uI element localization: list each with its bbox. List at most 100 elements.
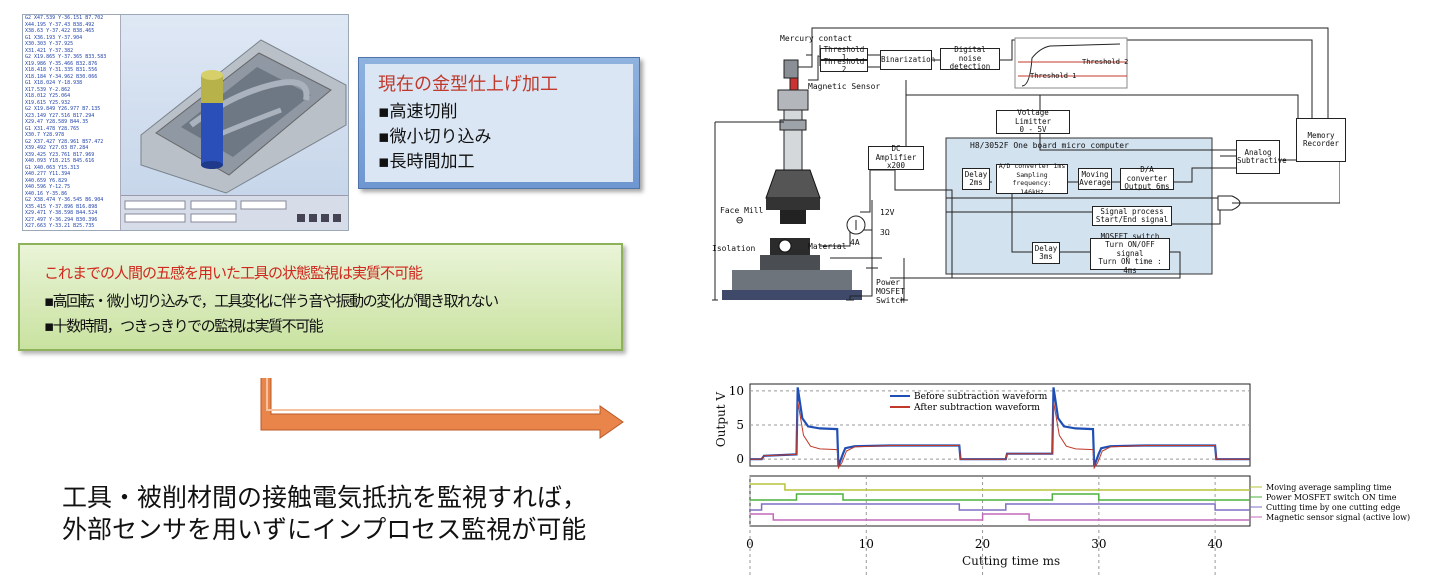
conclusion-line-2: 外部センサを用いずにインプロセス監視が可能 [62, 515, 587, 544]
series-line-after [750, 401, 1250, 470]
nc-code-line: X39.492 Y27.03 B7.284 [25, 145, 89, 151]
material-label: Material [808, 242, 847, 251]
delay-2ms-box: Delay 2ms [962, 168, 990, 190]
mosfet-switch-box: MOSFET switch Turn ON/OFF signal Turn ON… [1090, 232, 1170, 275]
magnetic-sensor-label: Magnetic Sensor [808, 82, 881, 91]
nc-code-line: G2 X38.474 Y-36.545 B6.904 [25, 197, 104, 203]
current-process-item: ▪長時間加工 [378, 152, 475, 172]
diagram-wiring [712, 27, 1340, 301]
y-tick-label: 5 [736, 418, 744, 432]
board-title: H8/3052F One board micro computer [970, 141, 1129, 150]
nc-code-line: G1 X36.193 Y-37.904 [25, 34, 83, 41]
digital-noise-box: Digital noise detection [940, 46, 1000, 71]
mold-model-illustration [140, 39, 347, 194]
nc-code-line: X27.663 Y-33.21 B25.735 [25, 223, 95, 229]
nc-code-line: X17.539 Y-2.862 [25, 86, 71, 93]
current-process-item: ▪微小切り込み [378, 127, 492, 147]
mercury-contact-label: Mercury contact [780, 34, 853, 43]
voltage-limiter-box: Voltage Limitter 0 - 5V [996, 109, 1070, 134]
cam-3d-view [121, 15, 348, 195]
ground-symbol: ⊖ [736, 213, 744, 227]
nc-code-line: X40.277 Y11.394 [25, 171, 71, 177]
inset-threshold2-label: Threshold 2 [1082, 58, 1129, 66]
nc-code-line: G1 X18.024 Y-18.938 [25, 80, 83, 86]
nc-code-line: G1 X31.478 Y28.765 [25, 125, 80, 132]
problem-box [18, 243, 623, 351]
nc-code-line: X29.471 Y-38.598 B44.524 [25, 210, 98, 216]
x-tick-label: 20 [975, 537, 990, 551]
nc-code-line: X40.16 Y-35.86 [25, 190, 68, 197]
nc-code-line: X18.012 Y25.064 [25, 93, 71, 99]
lower-plot-frame [749, 475, 1251, 527]
nc-code-line: G2 X19.849 Y26.977 B7.135 [25, 106, 101, 112]
da-converter-box: D/A converter Output 6ms [1120, 166, 1174, 191]
x-tick-label: 0 [746, 537, 754, 551]
nc-code-line: X35.415 Y-37.896 B16.898 [25, 203, 98, 210]
nc-code-line: G2 X47.539 Y-36.151 B7.702 [25, 15, 104, 21]
nc-code-line: X40.596 Y-12.75 [25, 184, 71, 190]
current-process-box [358, 57, 640, 189]
x-tick-label: 10 [859, 537, 874, 551]
nc-code-line: G2 X19.865 Y-37.365 B33.583 [25, 54, 107, 60]
signal-process-box: Signal process Start/End signal [1092, 206, 1172, 226]
isolation-label: Isolation [712, 244, 756, 253]
current-process-item: ▪高速切削 [378, 102, 458, 122]
nc-code-line: X40.093 Y18.215 B45.616 [25, 158, 95, 164]
nc-code-line: X40.659 Y6.829 [25, 177, 68, 184]
cam-toolbar [121, 195, 348, 230]
x-axis-label: Cutting time ms [962, 554, 1061, 568]
nc-code-line: X27.497 Y-36.294 B30.396 [25, 216, 98, 223]
nc-code-line: X39.425 Y23.761 B17.969 [25, 151, 95, 158]
ad-converter-box: A/D converter 1ms Sampling frequency: 14… [996, 162, 1068, 196]
nc-code-line: X19.986 Y-35.466 B32.876 [25, 60, 98, 67]
memory-recorder-box: Memory Recorder [1296, 118, 1346, 162]
x-tick-label: 30 [1091, 537, 1106, 551]
digital-signal-label: Moving average sampling time [1266, 483, 1392, 492]
nc-code-line: X31.421 Y-37.382 [25, 47, 74, 54]
y-tick-label: 0 [736, 452, 744, 466]
chart-canvas: 0 5 10 0 10 20 30 40 Before subtraction waveform… [729, 383, 1410, 577]
digital-signal-trace [750, 483, 1250, 491]
nc-code-line: G2 X37.427 Y28.961 B57.472 [25, 138, 104, 145]
nc-code-line: X44.195 Y-37.43 B38.492 [25, 21, 95, 28]
problem-item: ▪十数時間，つきっきりでの監視は実質不可能 [44, 317, 324, 335]
12v-label: 12V [880, 208, 895, 217]
y-tick-label: 10 [729, 384, 744, 398]
nc-code-line: X19.615 Y25.932 [25, 99, 71, 106]
y-axis-label: Output V [714, 392, 728, 448]
power-mosfet-label: Power MOSFET Switch [876, 278, 905, 305]
current-process-title: 現在の金型仕上げ加工 [378, 74, 558, 95]
x-tick-label: 40 [1207, 537, 1222, 551]
moving-average-box: Moving Average [1078, 168, 1112, 190]
legend-label: After subtraction waveform [913, 403, 1040, 413]
threshold2-box: Threshold 2 [820, 57, 868, 74]
digital-signal-label: Magnetic sensor signal (active low) [1266, 513, 1410, 522]
face-mill-label: Face Mill [720, 206, 764, 215]
digital-signal-label: Cutting time by one cutting edge [1266, 503, 1401, 512]
nc-code-line: X18.184 Y-34.962 B30.066 [25, 73, 98, 80]
problem-item: ▪高回転・微小切り込みで，工具変化に伴う音や振動の変化が聞き取れない [44, 292, 499, 310]
digital-signal-trace [750, 503, 1250, 511]
delay-3ms-box: Delay 3ms [1032, 242, 1060, 264]
nc-code-line: X30.7 Y28.978 [25, 132, 65, 138]
digital-signal-trace [750, 493, 1250, 501]
system-diagram: Mercury contact Magnetic Sensor Threshol… [700, 20, 1346, 310]
4a-label: 4A [850, 238, 860, 247]
analog-subtractive-box: Analog Subtractive [1236, 140, 1287, 174]
dc-amplifier-box: DC Amplifier x200 [868, 145, 924, 170]
nc-code-line: X30.303 Y-37.925 [25, 41, 74, 47]
digital-signal-label: Power MOSFET switch ON time [1266, 493, 1397, 502]
conclusion-line-1: 工具・被削材間の接触電気抵抗を監視すれば， [62, 483, 588, 512]
nc-code-line: X18.418 Y-31.335 B31.556 [25, 67, 98, 73]
inset-threshold1-label: Threshold 1 [1030, 72, 1077, 80]
threshold1-box: Threshold 1 [820, 45, 868, 62]
nc-code-line: X23.149 Y27.516 B17.294 [25, 112, 95, 119]
binarization-box: Binarization [880, 50, 935, 70]
legend-label: Before subtraction waveform [914, 392, 1048, 402]
digital-signal-trace [750, 513, 1250, 521]
flow-arrow [260, 378, 624, 439]
nc-code-line: X38.63 Y-37.422 B38.465 [25, 28, 95, 34]
nc-code-line: X29.47 Y28.589 B44.35 [25, 119, 89, 125]
